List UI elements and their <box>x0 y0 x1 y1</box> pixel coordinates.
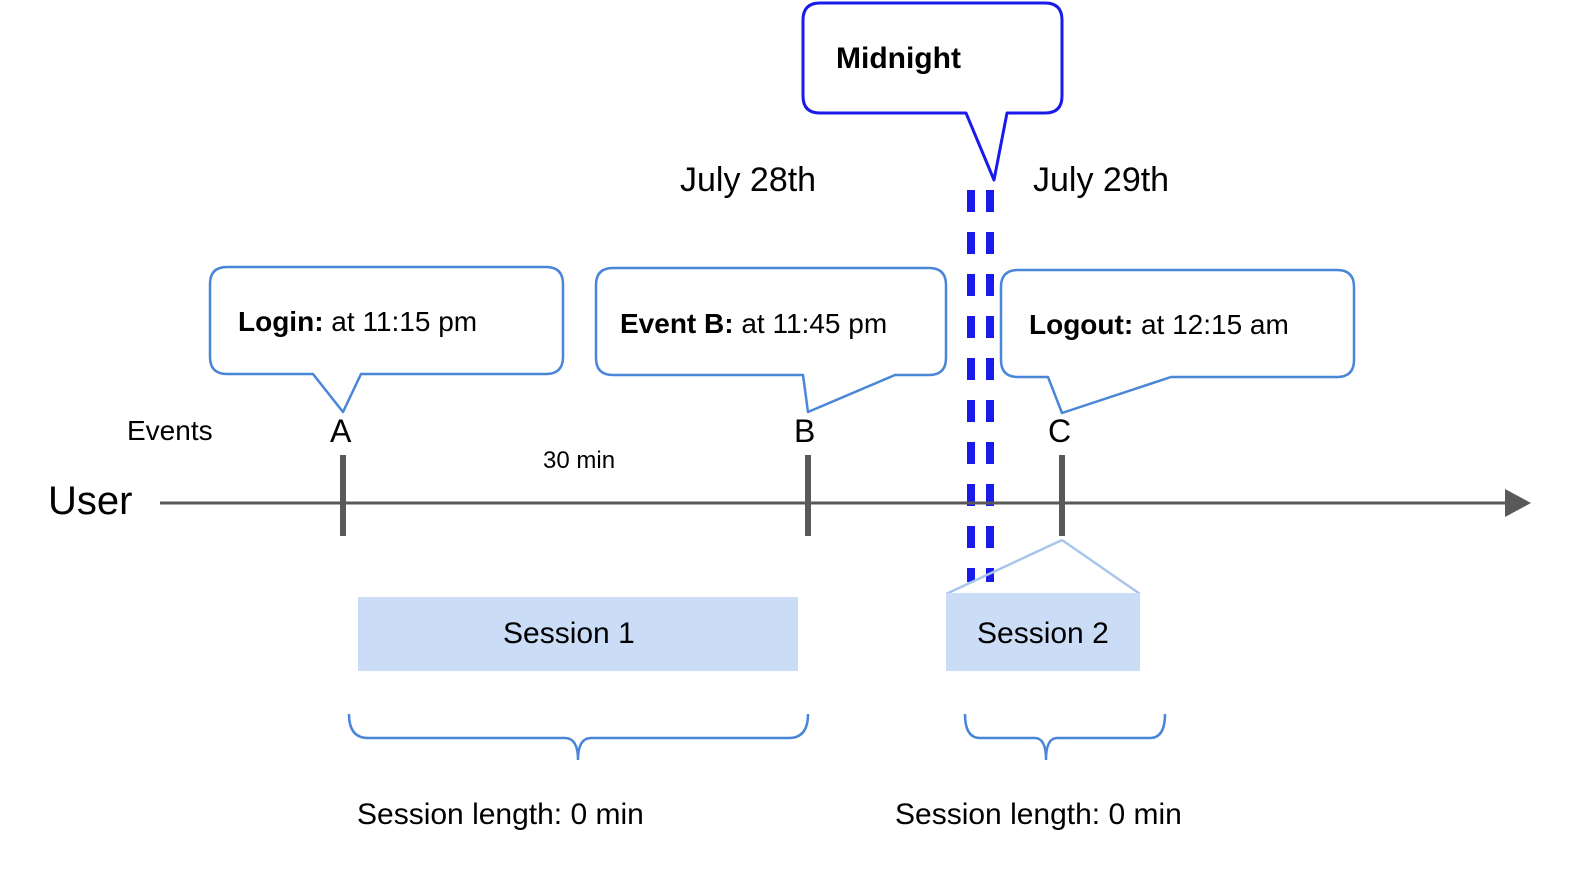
marker-label-a: A <box>330 413 352 449</box>
midnight-callout-shape <box>801 1 1064 182</box>
session-boxes <box>358 593 1140 671</box>
login-bubble-path <box>208 265 565 414</box>
session-2-brace <box>963 713 1167 761</box>
login-callout-rest: at 11:15 pm <box>323 306 478 337</box>
session-2-connector-right <box>1061 538 1141 596</box>
marker-label-b: B <box>794 413 816 449</box>
user-row-label: User <box>48 479 133 523</box>
session-2-label: Session 2 <box>977 617 1109 650</box>
logout-callout-rest: at 12:15 am <box>1133 309 1289 340</box>
event-tick-marks <box>340 455 1065 536</box>
event-b-callout-rest: at 11:45 pm <box>733 308 888 339</box>
login-callout-bold: Login: <box>238 306 324 337</box>
gap-duration-label: 30 min <box>543 447 616 474</box>
session-2-box <box>946 593 1140 671</box>
session-1-box <box>358 597 798 671</box>
session-1-label: Session 1 <box>503 617 635 650</box>
timeline-arrow-head <box>1505 489 1531 517</box>
session-1-length-label: Session length: 0 min <box>357 798 644 831</box>
logout-bubble-path <box>999 268 1356 415</box>
login-callout-shape <box>208 265 565 414</box>
logout-callout-shape <box>999 268 1356 415</box>
session-1-brace-path <box>347 713 810 761</box>
midnight-label: Midnight <box>836 42 961 75</box>
event-b-callout-shape <box>594 266 948 414</box>
marker-label-c: C <box>1048 413 1072 449</box>
session-2-connector-left <box>945 538 1063 596</box>
midnight-bubble-path <box>801 1 1064 182</box>
logout-callout-text: Logout: at 12:15 am <box>1029 311 1289 339</box>
events-row-label: Events <box>127 415 213 446</box>
login-callout-text: Login: at 11:15 pm <box>238 308 477 336</box>
session-1-brace <box>347 713 810 761</box>
session-2-connector <box>945 538 1141 596</box>
date-label-july-28: July 28th <box>680 161 817 199</box>
session-2-brace-path <box>963 713 1167 761</box>
event-b-callout-bold: Event B: <box>620 308 734 339</box>
event-b-bubble-path <box>594 266 948 414</box>
event-b-callout-text: Event B: at 11:45 pm <box>620 310 887 338</box>
session-2-length-label: Session length: 0 min <box>895 798 1182 831</box>
logout-callout-bold: Logout: <box>1029 309 1134 340</box>
midnight-divider-lines <box>967 190 994 582</box>
timeline-axis <box>160 489 1531 517</box>
date-label-july-29: July 29th <box>1033 161 1170 199</box>
